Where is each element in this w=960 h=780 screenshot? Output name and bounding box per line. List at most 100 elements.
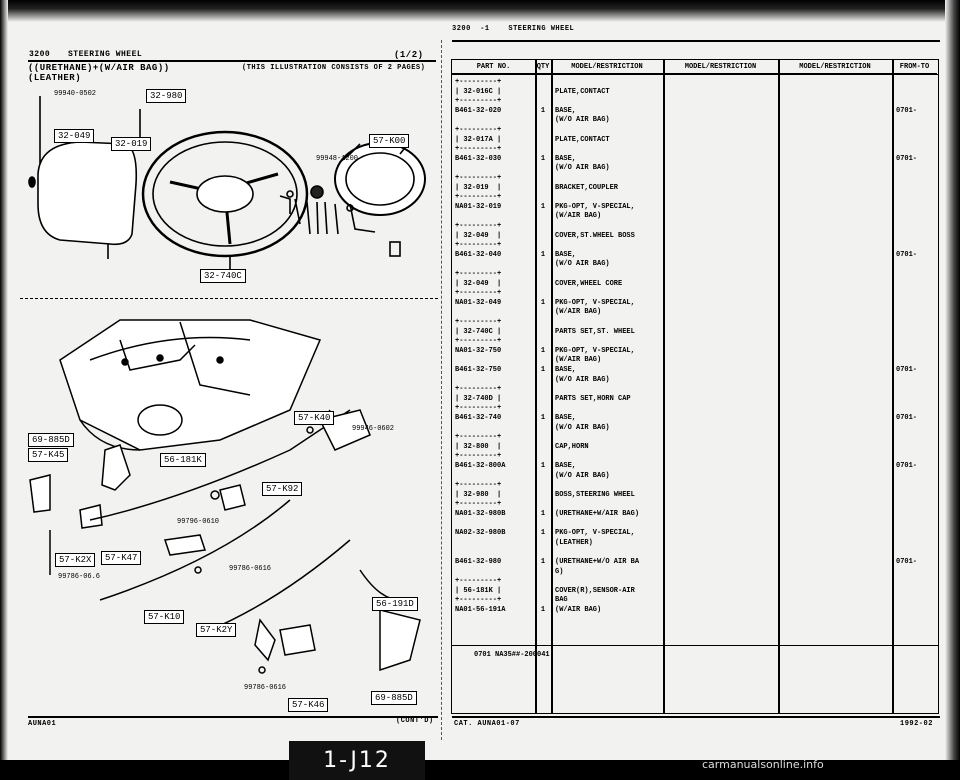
part-number: B461-32-040 [455,250,502,259]
ref-57-K2Y[interactable]: 57-K2Y [196,623,237,637]
pn-99786-0616a: 99786-0616 [229,565,272,573]
description: (W/O AIR BAG) [555,164,610,173]
from-to: 0701- [896,250,918,259]
col-from-to: FROM-TO [892,60,937,74]
from-to: 0701- [896,154,918,163]
description: PKG-OPT, V-SPECIAL, [555,298,635,307]
part-number: | 32-049 | [455,231,502,240]
page-gutter [441,40,443,740]
quantity: 1 [540,202,546,211]
part-number: +---------+ [455,289,502,298]
part-number: | 32-049 | [455,279,502,288]
scan-bottom-edge [0,760,960,780]
ref-57-K47[interactable]: 57-K47 [101,551,142,565]
part-number: +---------+ [455,481,502,490]
part-number: +---------+ [455,452,502,461]
part-number: +---------+ [455,577,502,586]
description: BASE, [555,414,577,422]
part-number: +---------+ [455,78,502,86]
description: BASE, [555,366,577,374]
ref-57-K40[interactable]: 57-K40 [294,411,335,425]
footer-contd: (CONT'D) [396,717,434,725]
description: (URETHANE+W/O AIR BA [555,558,640,566]
description: COVER,WHEEL CORE [555,279,623,288]
quantity: 1 [540,154,546,163]
part-number: NA02-32-980B [455,529,506,538]
header-rule [28,60,436,62]
description: PKG-OPT, V-SPECIAL, [555,529,635,538]
ref-57-K2X[interactable]: 57-K2X [55,553,96,567]
part-number: +---------+ [455,404,502,413]
steering-wheel-diagram [28,90,426,269]
ref-69-885D[interactable]: 69-885D [28,433,74,447]
description: PARTS SET,HORN CAP [555,394,631,403]
description: BASE, [555,154,577,163]
part-number: +---------+ [455,433,502,442]
from-to: 0701- [896,106,918,115]
quantity: 1 [540,106,546,115]
footer-code: AUNA01 [28,720,57,728]
watermark: carmanualsonline.info [702,758,824,771]
footer-rule-right [452,716,940,718]
ref-56-191D[interactable]: 56-191D [372,597,418,611]
pn-99786-0616b: 99786-0616 [244,684,287,692]
from-to: 0701- [896,366,918,374]
description: BAG [555,596,568,605]
description: COVER(R),SENSOR-AIR [555,586,635,595]
car-harness-diagram [29,319,421,674]
quantity: 1 [540,250,546,259]
description: PARTS SET,ST. WHEEL [555,327,635,336]
quantity: 1 [540,298,546,307]
part-number: B461-32-020 [455,106,502,115]
col-model-restriction-3: MODEL/RESTRICTION [778,60,892,74]
part-number: | 32-019 | [455,183,502,192]
quantity: 1 [540,529,546,538]
description: PKG-OPT, V-SPECIAL, [555,202,635,211]
part-number: | 32-740C | [455,327,502,336]
footnote: 0701 NA35##-200041 [474,651,550,659]
description: (W/O AIR BAG) [555,471,610,480]
part-number: NA01-32-049 [455,298,502,307]
from-to: 0701- [896,462,918,470]
ref-57-K45[interactable]: 57-K45 [28,448,69,462]
ref-57-K92[interactable]: 57-K92 [262,482,303,496]
ref-69-885D-b[interactable]: 69-885D [371,691,417,705]
scan-top-edge [0,0,960,22]
part-number: NA01-32-019 [455,202,502,211]
page-fraction: (1/2) [394,50,424,60]
description: (LEATHER) [555,538,593,547]
part-number: | 32-740D | [455,394,502,403]
description: CAP,HORN [555,442,589,451]
ref-32-049[interactable]: 32-049 [54,129,95,143]
part-number: +---------+ [455,500,502,509]
from-to: 0701- [896,558,918,566]
col-model-restriction-2: MODEL/RESTRICTION [663,60,778,74]
ref-32-740C[interactable]: 32-740C [200,269,246,283]
description: BASE, [555,462,577,470]
part-number: B461-32-980 [455,558,502,566]
ref-57-K10[interactable]: 57-K10 [144,610,185,624]
quantity: 1 [540,510,546,518]
part-number: | 32-017A | [455,135,502,144]
part-number: | 32-016C | [455,87,502,96]
ref-56-181K[interactable]: 56-181K [160,453,206,467]
ref-32-980[interactable]: 32-980 [146,89,187,103]
page-tab[interactable]: 1-J12 [289,741,425,780]
part-number: +---------+ [455,174,502,182]
subtitle-1: ((URETHANE)+(W/AIR BAG)) [28,63,170,73]
footer-rule-left [28,716,438,718]
description: (W/AIR BAG) [555,212,602,221]
part-number: NA01-32-750 [455,346,502,355]
part-number: B461-32-800A [455,462,506,470]
description: (W/O AIR BAG) [555,375,610,384]
ref-57-K46[interactable]: 57-K46 [288,698,329,712]
col-model-restriction-1: MODEL/RESTRICTION [551,60,663,74]
quantity: 1 [540,346,546,355]
ref-57-K00[interactable]: 57-K00 [369,134,410,148]
ref-32-019[interactable]: 32-019 [111,137,152,151]
description: BOSS,STEERING WHEEL [555,490,635,499]
description: PKG-OPT, V-SPECIAL, [555,346,635,355]
part-number: | 32-800 | [455,442,502,451]
pn-99786-066: 99786-06.6 [58,573,101,581]
